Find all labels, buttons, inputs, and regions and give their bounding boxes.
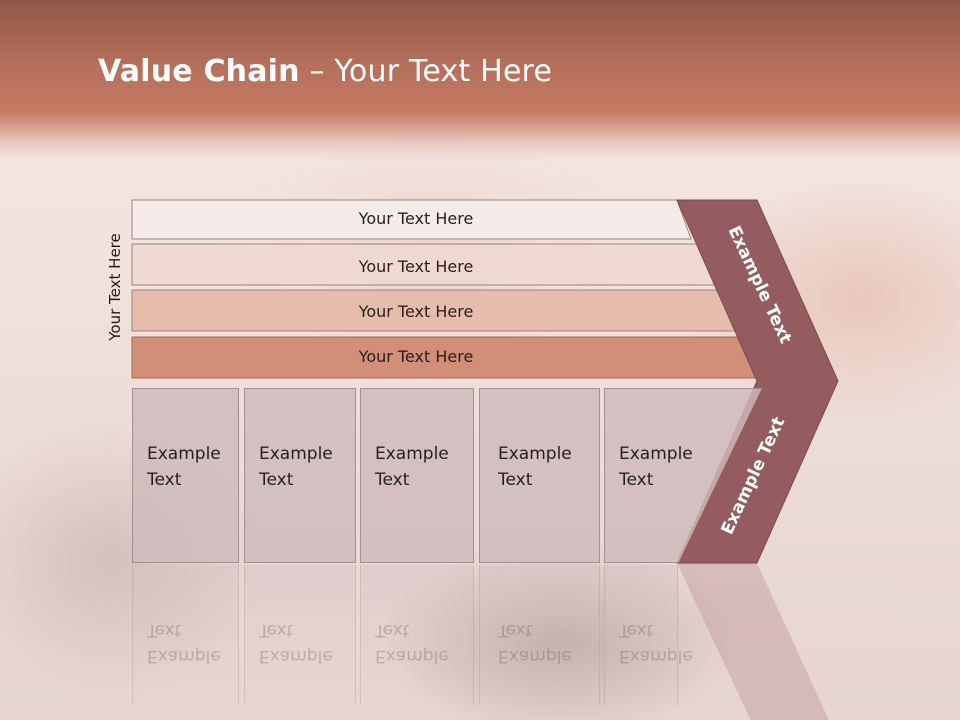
activity-box-label: Example Text xyxy=(498,441,593,493)
box-line-2: Text xyxy=(259,470,294,490)
box-line-1: Example xyxy=(259,444,333,464)
activity-box-4: Example Text xyxy=(479,388,600,563)
bar-4-label: Your Text Here xyxy=(358,347,474,366)
box-reflection-3: Example Text xyxy=(360,565,474,705)
box-line-2: Text xyxy=(375,470,410,490)
box-line-2: Text xyxy=(147,470,182,490)
box-reflection-1: Example Text xyxy=(132,565,239,705)
reflection-line-1: Example xyxy=(498,646,572,666)
reflection-line-1: Example xyxy=(259,646,333,666)
box-reflection-4: Example Text xyxy=(479,565,600,705)
bar-1 xyxy=(131,199,692,240)
bar-3-label: Your Text Here xyxy=(358,302,474,321)
reflection-line-2: Text xyxy=(147,620,182,640)
reflection-label: Example Text xyxy=(619,617,714,669)
box-line-2: Text xyxy=(498,470,533,490)
box-line-1: Example xyxy=(619,444,693,464)
box-line-1: Example xyxy=(147,444,221,464)
slide-title: Value Chain – Your Text Here xyxy=(98,54,552,89)
reflection-label: Example Text xyxy=(375,617,470,669)
box-reflection-5: Example Text xyxy=(604,565,693,705)
chevron-reflection xyxy=(677,563,829,720)
box-line-1: Example xyxy=(375,444,449,464)
bar-2-label: Your Text Here xyxy=(358,257,474,276)
reflection-label: Example Text xyxy=(147,617,242,669)
title-bold: Value Chain xyxy=(98,54,300,89)
header-band xyxy=(0,0,960,160)
box-reflection-2: Example Text xyxy=(244,565,356,705)
reflection-line-1: Example xyxy=(619,646,693,666)
reflection-line-2: Text xyxy=(375,620,410,640)
activity-box-label: Example Text xyxy=(259,441,354,493)
bar-1-label: Your Text Here xyxy=(358,209,474,228)
reflection-line-2: Text xyxy=(259,620,294,640)
box-line-1: Example xyxy=(498,444,572,464)
reflection-line-2: Text xyxy=(498,620,533,640)
title-rest: – Your Text Here xyxy=(299,54,553,89)
reflection-label: Example Text xyxy=(498,617,593,669)
activity-box-1: Example Text xyxy=(132,388,239,563)
reflection-line-1: Example xyxy=(375,646,449,666)
reflection-line-2: Text xyxy=(619,620,654,640)
activity-box-label: Example Text xyxy=(147,441,242,493)
activity-box-2: Example Text xyxy=(244,388,356,563)
reflection-label: Example Text xyxy=(259,617,354,669)
box-line-2: Text xyxy=(619,470,654,490)
activity-box-label: Example Text xyxy=(375,441,470,493)
activity-box-label: Example Text xyxy=(619,441,714,493)
reflection-line-1: Example xyxy=(147,646,221,666)
activity-box-3: Example Text xyxy=(360,388,474,563)
